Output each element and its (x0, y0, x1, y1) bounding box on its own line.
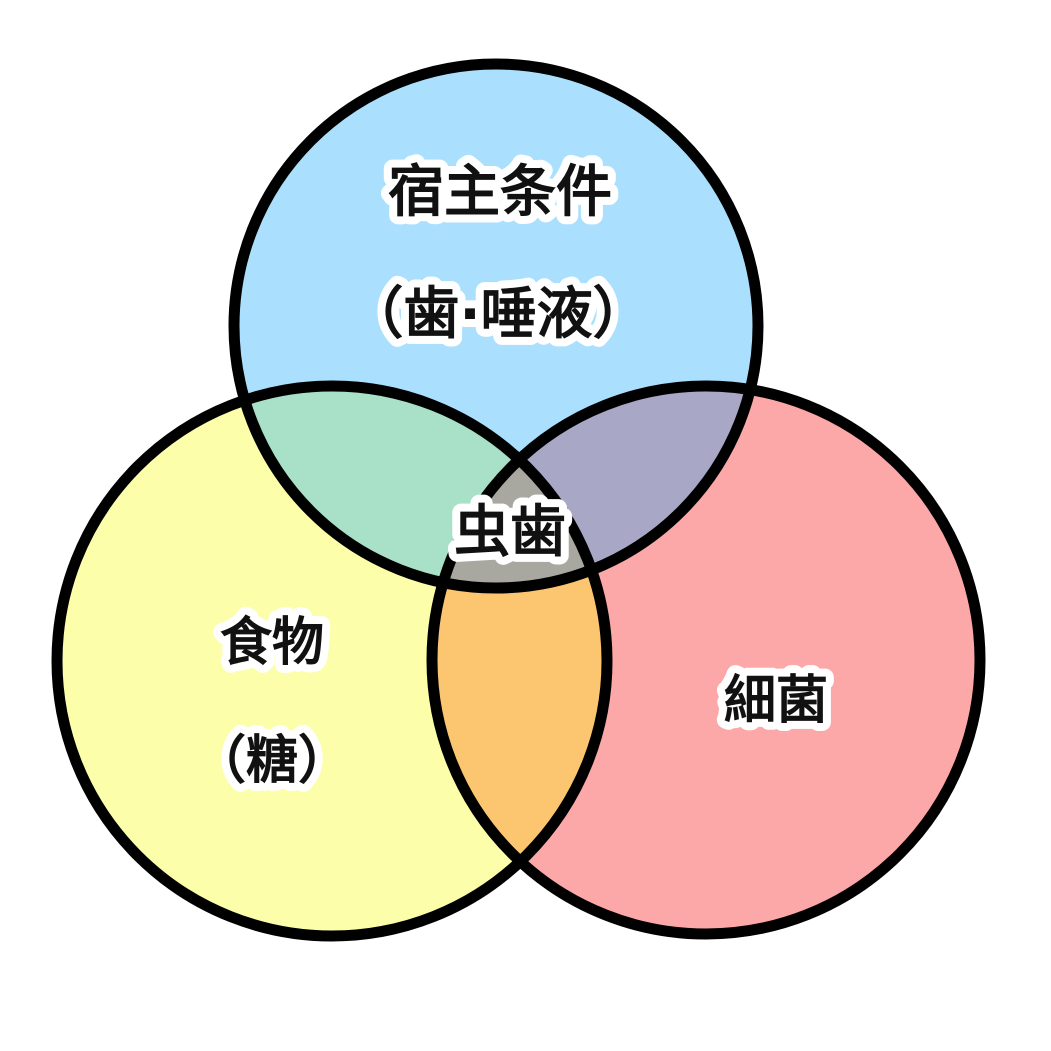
host-label-line2: （歯·唾液） (347, 282, 648, 347)
host-circle-outline (228, 58, 764, 594)
host-label-line1: 宿主条件 (388, 160, 612, 225)
center-label: 虫歯 (454, 500, 566, 565)
food-label-line2: （糖） (194, 731, 350, 791)
food-label-line1: 食物 (220, 613, 324, 673)
bacteria-label: 細菌 (724, 671, 828, 731)
food-circle-outline (51, 380, 613, 942)
bacteria-circle-outline (426, 380, 986, 940)
